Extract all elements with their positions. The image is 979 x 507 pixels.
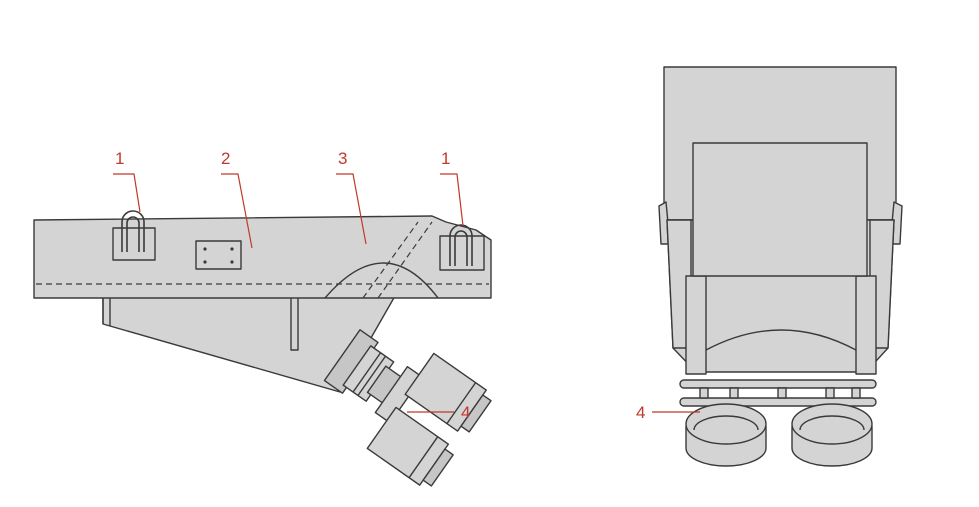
front-view: 4 [636,66,903,467]
hopper-inner-panel [692,142,868,277]
nameplate [195,240,242,270]
bar-spacer [851,387,861,399]
vibration-motor [323,329,492,487]
trough-arch [324,262,439,299]
nameplate-bolt [203,247,207,251]
leader-hook-right [440,173,464,227]
upright-left [685,275,707,375]
nameplate-bolt [230,260,234,264]
label-trough: 2 [221,149,230,168]
cross-bar-top [679,379,877,389]
leader-hook-left [113,173,141,213]
label-hook-right: 1 [441,149,450,168]
label-hook-left: 1 [115,149,124,168]
leader-trough [221,173,253,249]
lifting-hook-left [112,210,156,261]
trough [33,215,492,299]
chute-hidden-line-2 [377,221,433,299]
label-motor: 4 [461,403,470,422]
bar-spacer [777,387,787,399]
label-chute: 3 [338,149,347,168]
bar-spacer [699,387,709,399]
lifting-hook-right [439,224,485,271]
bar-spacer [729,387,739,399]
side-view: 1 2 3 1 4 [33,149,492,487]
nameplate-bolt [230,247,234,251]
bar-spacer [825,387,835,399]
chute-hidden-line-1 [362,221,419,299]
nameplate-bolt [203,260,207,264]
label-front-motor: 4 [636,403,645,422]
motor-right [791,403,873,467]
front-arch [705,329,857,351]
motor-left [685,403,767,467]
leader-chute [336,173,367,245]
upright-right [855,275,877,375]
